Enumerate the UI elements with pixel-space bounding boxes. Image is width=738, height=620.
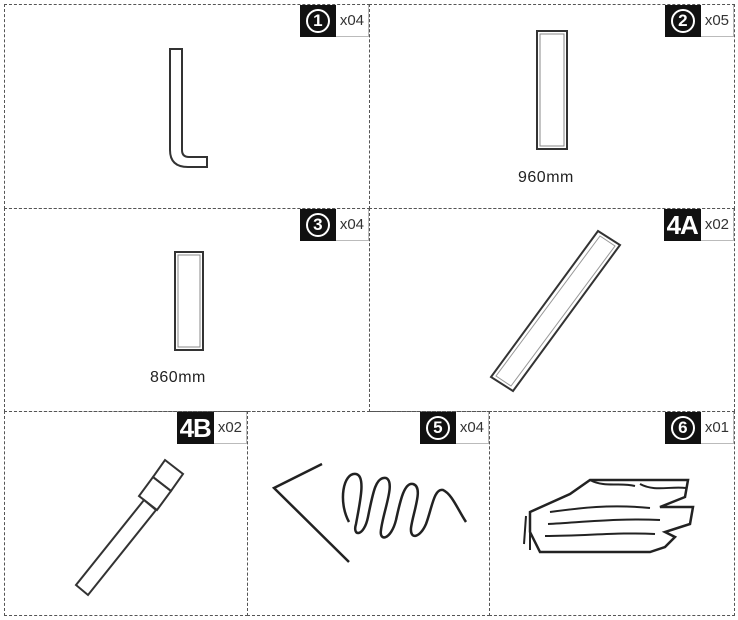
part-quantity: x04 <box>455 412 489 444</box>
spring-wire-icon <box>271 462 468 563</box>
part-tag: 5 x04 <box>419 412 489 444</box>
long-rod-icon <box>536 30 568 150</box>
diagonal-bar-icon <box>489 229 622 393</box>
part-number-badge: 4B <box>176 412 214 444</box>
part-cell-5: 5 x04 <box>247 411 490 616</box>
part-dimension: 960mm <box>518 169 574 186</box>
part-quantity: x02 <box>700 209 734 241</box>
part-quantity: x02 <box>213 412 247 444</box>
part-tag: 3 x04 <box>299 209 369 241</box>
part-cell-1: 1 x04 <box>4 4 370 209</box>
part-dimension: 860mm <box>150 369 206 386</box>
sleeved-bar-icon <box>74 458 185 597</box>
part-number-badge: 3 <box>299 209 336 241</box>
part-cell-4a: 4A x02 <box>369 208 735 412</box>
part-number-badge: 1 <box>299 5 336 37</box>
part-quantity: x01 <box>700 412 734 444</box>
part-quantity: x04 <box>335 5 369 37</box>
part-number-badge: 4A <box>663 209 701 241</box>
part-cell-3: 3 x04 860mm <box>4 208 370 412</box>
part-tag: 2 x05 <box>664 5 734 37</box>
part-tag: 6 x01 <box>664 412 734 444</box>
part-cell-6: 6 x01 <box>489 411 735 616</box>
part-tag: 4A x02 <box>663 209 734 241</box>
allen-key-icon <box>169 48 208 168</box>
part-number-badge: 6 <box>664 412 701 444</box>
part-tag: 1 x04 <box>299 5 369 37</box>
part-quantity: x04 <box>335 209 369 241</box>
short-rod-icon <box>174 251 204 351</box>
part-cell-4b: 4B x02 <box>4 411 248 616</box>
part-number-badge: 5 <box>419 412 456 444</box>
part-number-badge: 2 <box>664 5 701 37</box>
part-quantity: x05 <box>700 5 734 37</box>
fabric-cover-icon <box>523 478 695 554</box>
part-cell-2: 2 x05 960mm <box>369 4 735 209</box>
part-tag: 4B x02 <box>176 412 247 444</box>
